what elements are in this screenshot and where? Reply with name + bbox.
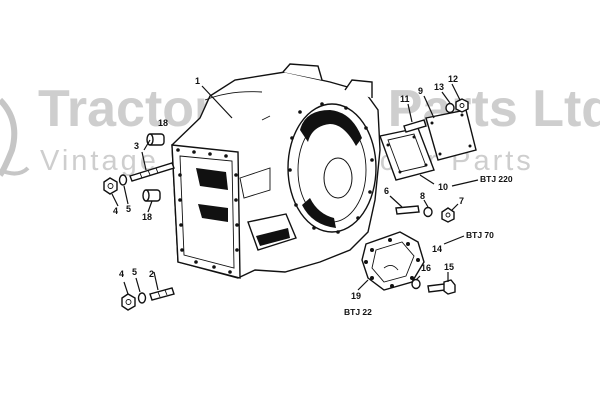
nut-cover <box>455 98 469 113</box>
callout-13: 13 <box>434 82 444 92</box>
callout-11: 11 <box>400 94 410 104</box>
callout-8: 8 <box>420 191 425 201</box>
callout-14: 14 <box>432 244 442 254</box>
nut-mid <box>441 207 455 223</box>
callout-9: 9 <box>418 86 423 96</box>
callout-19: 19 <box>351 291 361 301</box>
callout-6: 6 <box>384 186 389 196</box>
ref-btj220: BTJ 220 <box>480 174 513 184</box>
washer-mid <box>423 206 433 218</box>
ref-btj70: BTJ 70 <box>466 230 494 240</box>
washer-bottom <box>137 292 147 304</box>
callout-18-lower: 18 <box>142 212 152 222</box>
gasket <box>379 127 435 181</box>
stud-short <box>149 287 175 301</box>
stud-long <box>129 162 175 182</box>
ref-btj22: BTJ 22 <box>344 307 372 317</box>
leader-lines <box>111 83 479 295</box>
plug-upper <box>146 133 165 146</box>
callout-1: 1 <box>195 76 200 86</box>
flange-bolt-holes <box>176 102 374 274</box>
callout-2: 2 <box>149 269 154 279</box>
callout-4-bottom: 4 <box>119 269 124 279</box>
stud-mid <box>395 205 420 215</box>
nut-left <box>103 177 118 195</box>
callout-12: 12 <box>448 74 458 84</box>
callout-5-bottom: 5 <box>132 267 137 277</box>
washer-left <box>118 174 128 186</box>
stud-cover <box>403 119 427 133</box>
callout-18-upper: 18 <box>158 118 168 128</box>
plug-lower <box>142 189 161 202</box>
washer-cover <box>445 102 455 114</box>
washer-bolt <box>411 278 421 290</box>
callout-16: 16 <box>421 263 431 273</box>
nut-bottom <box>121 293 136 311</box>
bolt-hex <box>427 279 456 295</box>
cover-plate <box>425 109 477 161</box>
callout-7: 7 <box>459 196 464 206</box>
callout-10: 10 <box>438 182 448 192</box>
callout-numbers: 1 2 3 4 4 5 5 6 7 8 9 10 11 12 13 14 15 … <box>113 74 464 301</box>
main-housing <box>171 63 381 279</box>
callout-4-left: 4 <box>113 206 118 216</box>
callout-5-left: 5 <box>126 204 131 214</box>
callout-15: 15 <box>444 262 454 272</box>
callout-3: 3 <box>134 141 139 151</box>
watermark-logo-swirl <box>0 97 30 177</box>
